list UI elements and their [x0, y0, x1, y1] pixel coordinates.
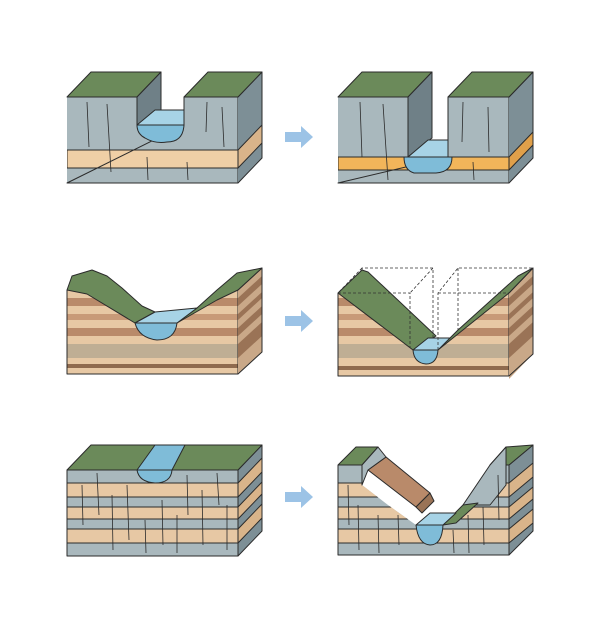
block-v-valley-after: [337, 267, 534, 379]
block-narrow-canyon-after: [337, 71, 534, 184]
river-water: [412, 349, 439, 365]
canyon-wall: [407, 71, 433, 158]
arrow-right-icon: [285, 126, 313, 148]
block-layered-river-after: [337, 444, 534, 556]
river-water: [136, 469, 173, 484]
river-water: [134, 322, 178, 341]
river-water: [136, 124, 185, 143]
block-layered-river-before: [66, 444, 263, 557]
arrow-right-icon: [285, 310, 313, 332]
removed-material-outline: [337, 267, 533, 350]
grass-slope-right: [437, 267, 534, 351]
block-narrow-canyon-before: [66, 71, 263, 184]
river-water: [415, 524, 444, 546]
arrow-right-icon: [285, 486, 313, 508]
grass-slope-left: [66, 269, 156, 324]
river-water: [403, 156, 453, 174]
grass-slope-right: [176, 267, 263, 324]
grass-top-right: [183, 71, 263, 98]
grass-slope-left: [337, 269, 437, 351]
block-v-valley-before: [66, 267, 263, 375]
